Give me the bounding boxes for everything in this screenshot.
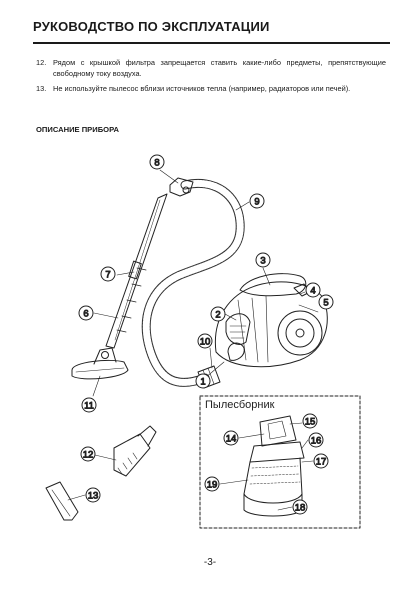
upholstery-brush [113,425,157,477]
svg-text:9: 9 [254,197,259,208]
panel-title: Пылесборник [205,399,275,411]
svg-text:2: 2 [215,310,220,321]
svg-text:17: 17 [316,457,327,468]
title-divider [33,42,390,44]
floor-brush [71,347,129,380]
callout-17: 17 [313,453,329,469]
callout-12: 12 [80,446,96,462]
callout-14: 14 [223,430,239,446]
svg-text:8: 8 [154,158,159,169]
instruction-item: 13. Не используйте пылесос вблизи источн… [36,83,386,94]
crevice-nozzle [45,481,79,521]
callout-leaders [67,169,319,511]
callout-5: 5 [318,294,334,310]
callout-1: 1 [195,373,211,389]
svg-text:7: 7 [105,270,110,281]
handle [169,177,194,197]
callout-3: 3 [255,252,271,268]
instruction-number: 12. [36,58,47,67]
svg-text:16: 16 [311,436,322,447]
svg-text:1: 1 [200,377,205,388]
dust-container-panel: Пылесборник [199,395,361,529]
hose [141,179,245,387]
section-heading: ОПИСАНИЕ ПРИБОРА [36,125,119,134]
callout-10: 10 [197,333,213,349]
svg-text:15: 15 [305,417,316,428]
callout-15: 15 [302,413,318,429]
telescopic-tube [105,193,168,349]
svg-text:18: 18 [295,503,306,514]
svg-text:3: 3 [260,256,265,267]
callout-16: 16 [308,432,324,448]
page-title: РУКОВОДСТВО ПО ЭКСПЛУАТАЦИИ [33,19,270,34]
callout-19: 19 [204,476,220,492]
callout-9: 9 [249,193,265,209]
instruction-item: 12. Рядом с крышкой фильтра запрещается … [36,57,386,79]
callout-7: 7 [100,266,116,282]
callout-4: 4 [305,282,321,298]
page-number: -3- [203,557,217,568]
callout-13: 13 [85,487,101,503]
instruction-text: Рядом с крышкой фильтра запрещается став… [53,58,386,78]
svg-text:5: 5 [323,298,328,309]
svg-text:6: 6 [83,309,88,320]
svg-text:10: 10 [200,337,211,348]
svg-text:14: 14 [226,434,237,445]
svg-text:19: 19 [207,480,218,491]
callout-6: 6 [78,305,94,321]
svg-text:13: 13 [88,491,99,502]
svg-text:12: 12 [83,450,94,461]
svg-text:11: 11 [84,401,94,412]
callout-2: 2 [210,306,226,322]
callout-18: 18 [292,499,308,515]
callout-8: 8 [149,154,165,170]
instruction-text: Не используйте пылесос вблизи источников… [53,84,351,93]
callout-11: 11 [81,397,97,413]
vacuum-cleaner-diagram: Пылесборник 1 2 3 4 5 6 7 8 9 10 11 [45,154,361,529]
instruction-number: 13. [36,84,47,93]
svg-text:4: 4 [310,286,315,297]
